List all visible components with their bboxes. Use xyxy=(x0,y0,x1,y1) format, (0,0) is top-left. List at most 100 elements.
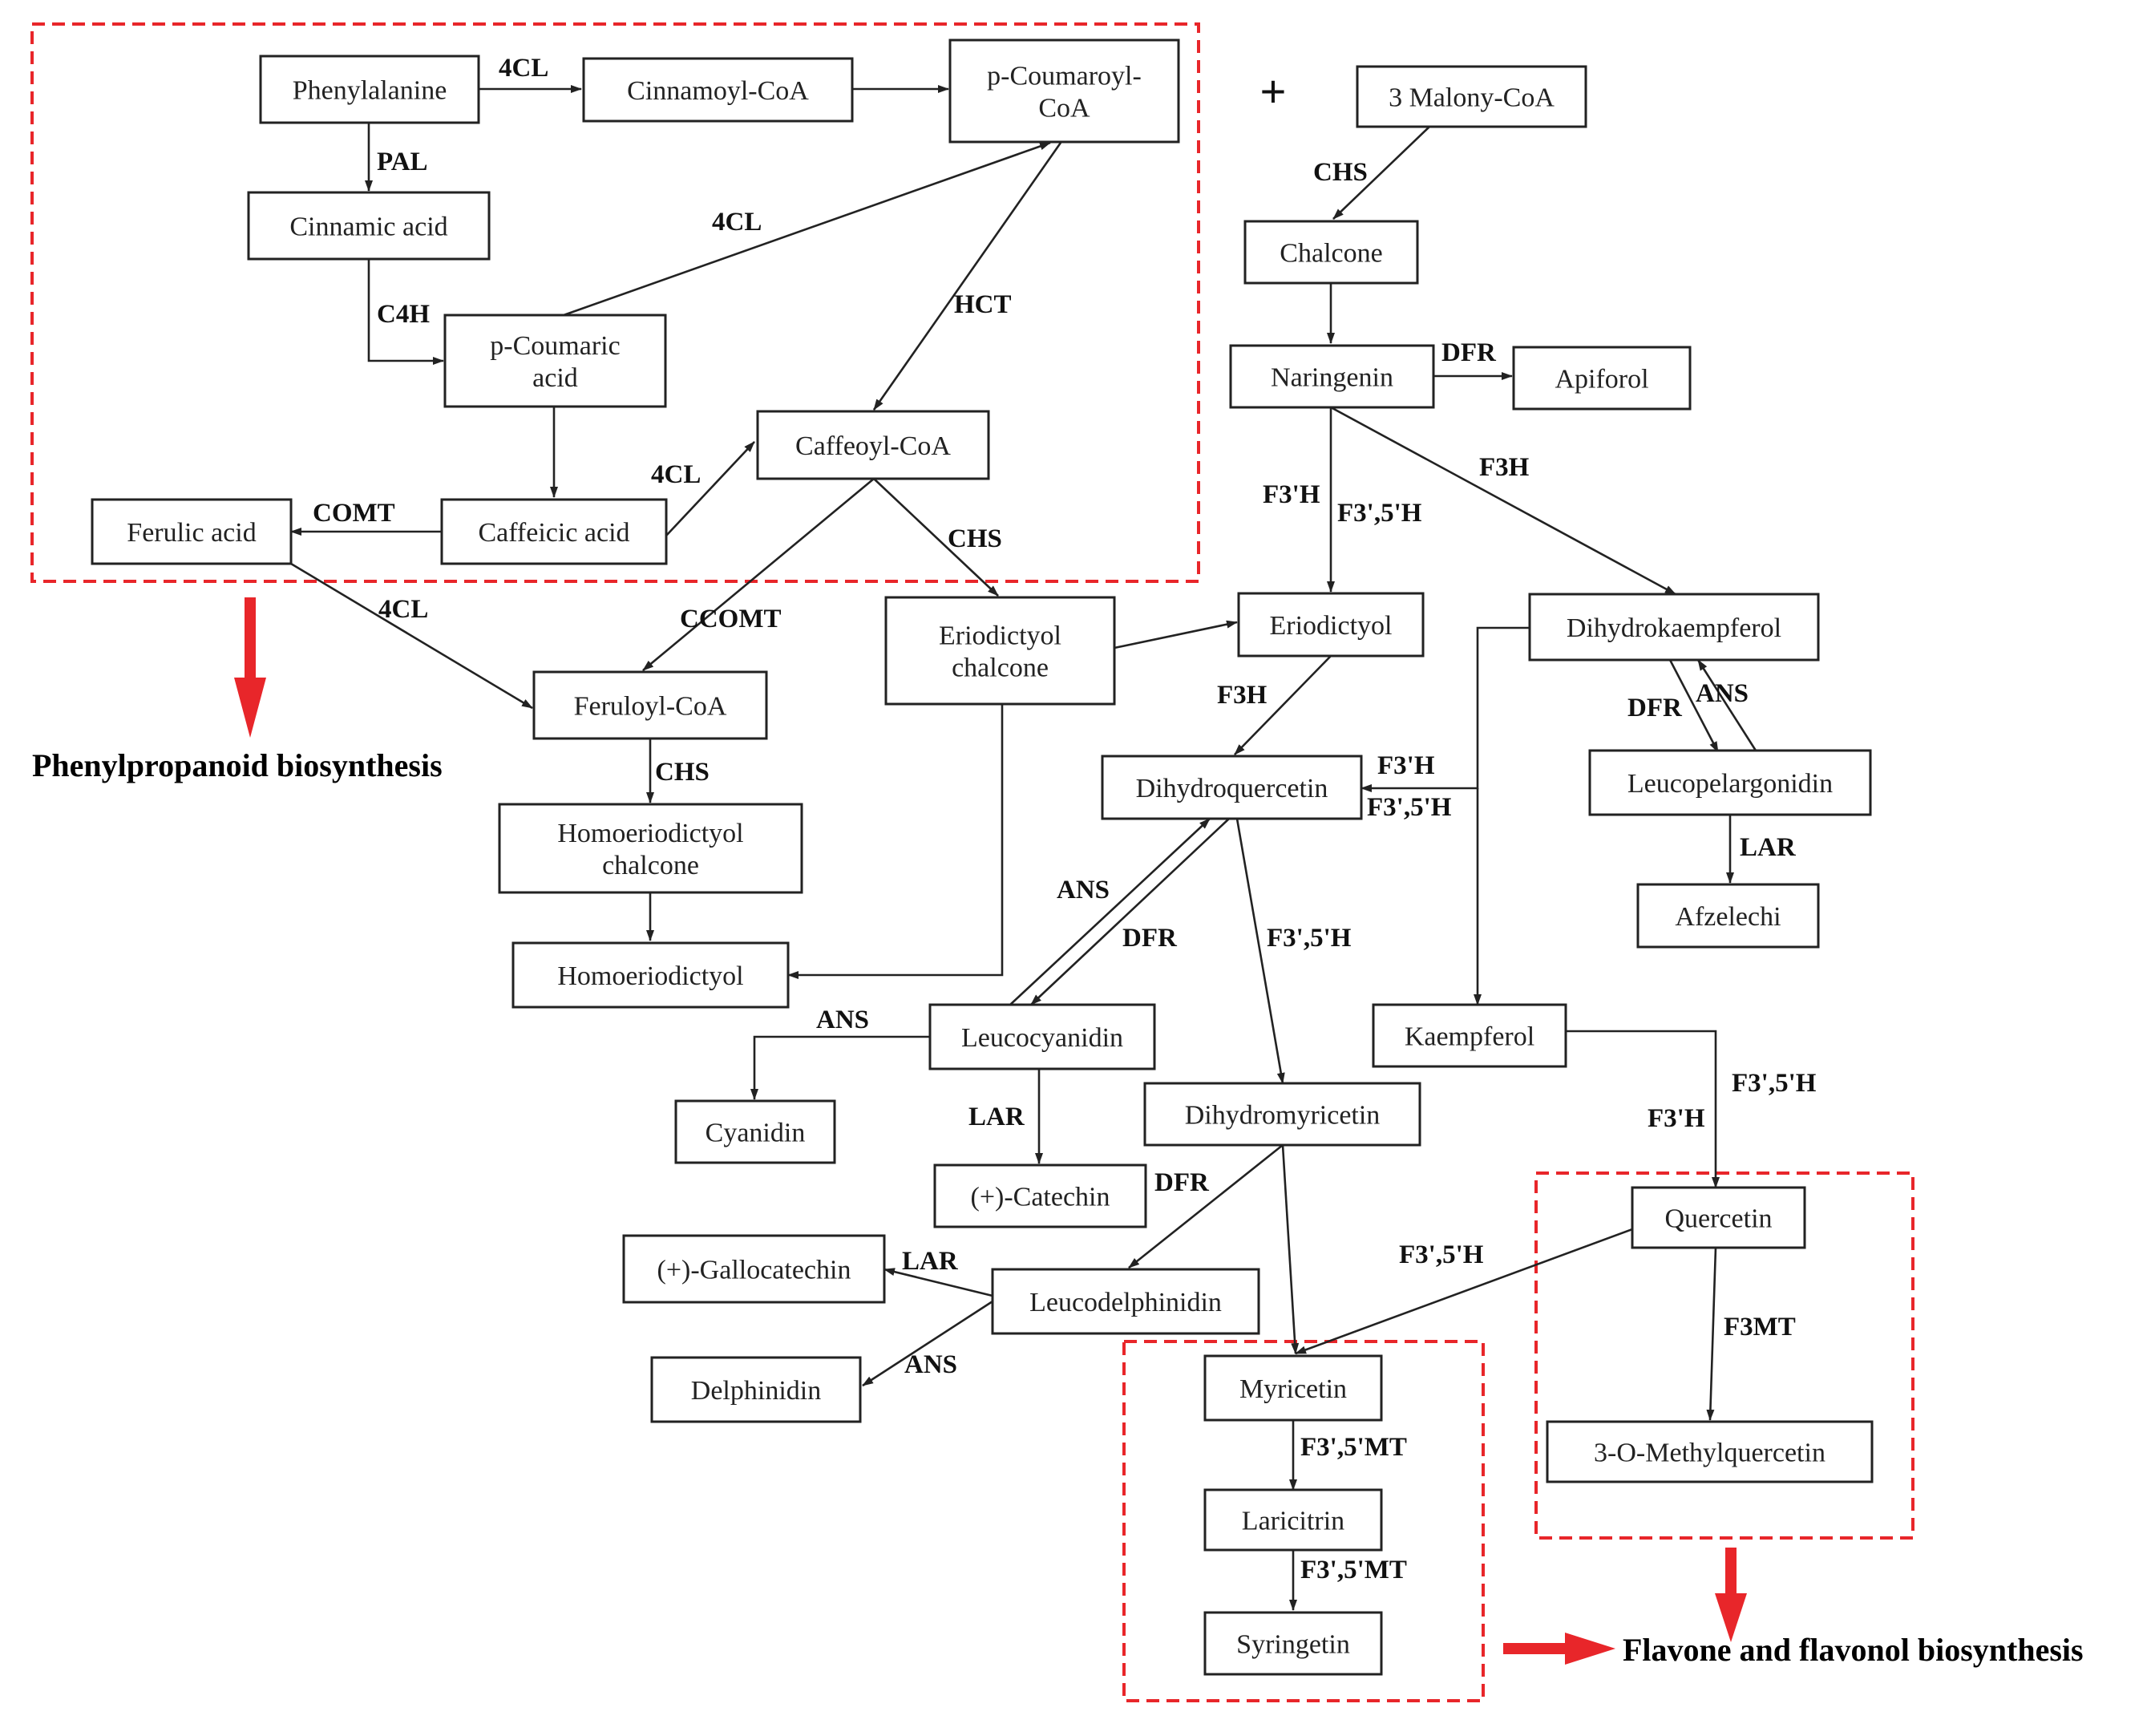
node-leucocyanidin-label: Leucocyanidin xyxy=(961,1023,1123,1053)
node-myricetin-box xyxy=(1203,1354,1383,1422)
node-cinnamoyl-coa-label: Cinnamoyl-CoA xyxy=(627,76,809,106)
enzyme-label: LAR xyxy=(968,1103,1025,1131)
enzyme-label: 4CL xyxy=(378,595,428,624)
edge-ferulic-feruloyl xyxy=(290,562,533,710)
node-malonyl-coa-box xyxy=(1356,65,1587,128)
enzyme-label: F3'H xyxy=(1377,751,1435,780)
pointer-arrows xyxy=(234,597,1747,1665)
edge-dihydromyricetin-leucodelphinidin xyxy=(1128,1143,1284,1269)
node-caffeicic-acid-box xyxy=(440,498,668,565)
node-dihydroquercetin-label: Dihydroquercetin xyxy=(1136,774,1328,803)
edge-leucodelphinidin-delphinidin xyxy=(862,1300,993,1387)
node-feruloyl-coa: Feruloyl-CoA xyxy=(532,670,768,740)
node-cinnamoyl-coa: Cinnamoyl-CoA xyxy=(582,57,854,123)
node-dihydrokaempferol-box xyxy=(1528,593,1820,662)
node-ferulic-acid-box xyxy=(91,498,293,565)
edge-eriodictyolchalcone-eriodictyol xyxy=(1114,620,1238,649)
node-apiforol-label: Apiforol xyxy=(1555,365,1648,395)
node-leucopelargonidin: Leucopelargonidin xyxy=(1588,749,1872,816)
edge-leucocyanidin-cyanidin xyxy=(750,1035,930,1100)
node-eriodictyol: Eriodictyol xyxy=(1237,592,1425,658)
node-syringetin-box xyxy=(1203,1611,1383,1676)
edge-cinnamic-coumaric xyxy=(367,259,444,365)
node-homoeriodictyol-chalcone-label: chalcone xyxy=(602,851,699,880)
node-p-coumaric-acid-label: p-Coumaric xyxy=(490,331,620,361)
enzyme-label: F3H xyxy=(1217,681,1268,710)
node-homoeriodictyol-chalcone-box xyxy=(498,803,803,894)
node-leucocyanidin: Leucocyanidin xyxy=(928,1003,1156,1070)
node-catechin-label: (+)-Catechin xyxy=(971,1183,1110,1212)
edge-quercetin-methylquercetin xyxy=(1706,1247,1717,1421)
node-chalcone: Chalcone xyxy=(1243,220,1419,285)
node-myricetin-label: Myricetin xyxy=(1239,1374,1347,1404)
edge-coumaric-coumaroyl xyxy=(563,141,1051,317)
edge-quercetin-myricetin xyxy=(1295,1228,1633,1355)
node-quercetin: Quercetin xyxy=(1631,1186,1806,1249)
node-dihydromyricetin-box xyxy=(1143,1082,1421,1147)
plus-sign: + xyxy=(1260,66,1287,116)
edge-naringenin-dihydrokaempferol xyxy=(1330,406,1676,596)
enzyme-label: F3',5'MT xyxy=(1300,1433,1407,1462)
node-delphinidin: Delphinidin xyxy=(650,1356,862,1423)
flavone-flavonol-caption: Flavone and flavonol biosynthesis xyxy=(1623,1632,2084,1668)
node-leucopelargonidin-box xyxy=(1588,749,1872,816)
edge-dihydroquercetin-leucocyanidin xyxy=(1030,818,1230,1006)
node-feruloyl-coa-box xyxy=(532,670,768,740)
node-afzelechi-box xyxy=(1636,883,1820,949)
edges xyxy=(290,85,1757,1611)
node-laricitrin: Laricitrin xyxy=(1203,1488,1383,1552)
node-naringenin-box xyxy=(1229,344,1435,409)
node-delphinidin-label: Delphinidin xyxy=(691,1376,821,1406)
enzyme-label: C4H xyxy=(377,300,430,329)
node-p-coumaroyl-coa: p-Coumaroyl- CoA xyxy=(948,38,1180,144)
node-naringenin: Naringenin xyxy=(1229,344,1435,409)
node-caffeicic-acid-label: Caffeicic acid xyxy=(478,518,629,548)
node-leucocyanidin-box xyxy=(928,1003,1156,1070)
node-caffeoyl-coa-label: Caffeoyl-CoA xyxy=(795,431,951,461)
enzyme-label: PAL xyxy=(377,148,428,176)
enzyme-label: CHS xyxy=(1313,158,1368,187)
enzyme-label: COMT xyxy=(313,499,395,528)
node-methylquercetin-box xyxy=(1546,1420,1874,1483)
enzyme-label: F3',5'H xyxy=(1267,924,1352,953)
node-afzelechi: Afzelechi xyxy=(1636,883,1820,949)
node-p-coumaric-acid-label: acid xyxy=(532,363,578,393)
enzyme-label: HCT xyxy=(954,290,1012,319)
node-syringetin: Syringetin xyxy=(1203,1611,1383,1676)
node-p-coumaroyl-coa-label: p-Coumaroyl- xyxy=(987,62,1142,91)
enzyme-label: CHS xyxy=(655,758,710,787)
node-ferulic-acid-label: Ferulic acid xyxy=(127,518,256,548)
node-methylquercetin: 3-O-Methylquercetin xyxy=(1546,1420,1874,1483)
enzyme-label: F3MT xyxy=(1724,1313,1796,1341)
node-dihydromyricetin-label: Dihydromyricetin xyxy=(1185,1101,1381,1131)
node-leucodelphinidin-label: Leucodelphinidin xyxy=(1029,1288,1222,1317)
node-caffeoyl-coa-box xyxy=(756,410,990,480)
enzyme-label: F3',5'H xyxy=(1337,499,1422,528)
phenylpropanoid-region xyxy=(30,22,1200,583)
node-myricetin: Myricetin xyxy=(1203,1354,1383,1422)
node-phenylalanine-box xyxy=(259,55,480,124)
enzyme-label: DFR xyxy=(1441,338,1497,367)
enzyme-label: CCOMT xyxy=(680,605,782,633)
enzyme-label: F3'H xyxy=(1263,480,1320,509)
node-feruloyl-coa-label: Feruloyl-CoA xyxy=(574,692,727,722)
node-eriodictyol-box xyxy=(1237,592,1425,658)
node-cyanidin-box xyxy=(674,1099,836,1164)
node-caffeicic-acid: Caffeicic acid xyxy=(440,498,668,565)
node-apiforol-box xyxy=(1512,346,1692,411)
node-methylquercetin-label: 3-O-Methylquercetin xyxy=(1594,1439,1825,1468)
node-malonyl-coa-label: 3 Malony-CoA xyxy=(1389,83,1555,113)
enzyme-label: DFR xyxy=(1627,694,1683,722)
node-cyanidin: Cyanidin xyxy=(674,1099,836,1164)
edge-eriodictyolchalcone-homoeriodictyol xyxy=(787,704,1004,979)
node-kaempferol: Kaempferol xyxy=(1372,1003,1567,1068)
edge-leucopelargonidin-dihydrokaempferol xyxy=(1696,659,1757,751)
enzyme-label: 4CL xyxy=(499,54,548,83)
node-syringetin-label: Syringetin xyxy=(1236,1630,1350,1660)
node-eriodictyol-label: Eriodictyol xyxy=(1270,611,1393,641)
node-p-coumaroyl-coa-label: CoA xyxy=(1038,94,1090,123)
edge-kaempferol-quercetin xyxy=(1566,1030,1720,1188)
